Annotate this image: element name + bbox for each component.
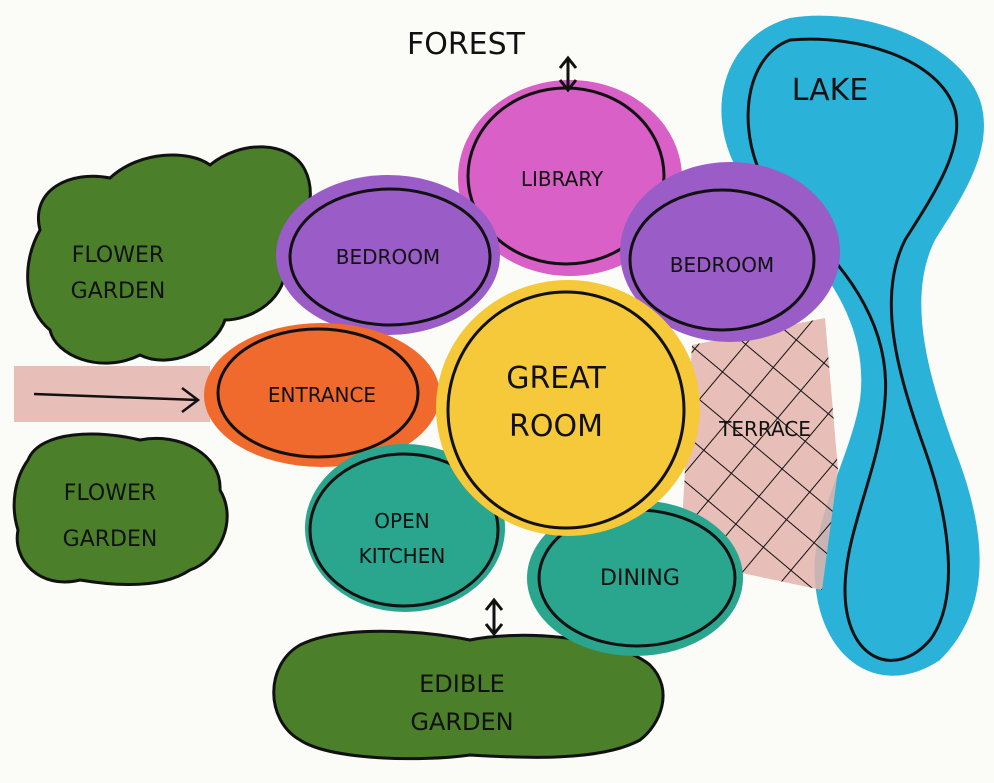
bedroom-right-label: BEDROOM	[670, 253, 774, 277]
bedroom-left-label: BEDROOM	[336, 245, 440, 269]
open-kitchen-line1: OPEN	[374, 509, 429, 533]
flower-garden-top-line1: FLOWER	[72, 243, 164, 268]
flower-garden-top-line2: GARDEN	[71, 279, 166, 304]
edible-garden-line2: GARDEN	[410, 708, 513, 736]
bedroom-right: BEDROOM	[620, 162, 840, 342]
great-room: GREAT ROOM	[436, 280, 700, 536]
dining: DINING	[527, 500, 743, 656]
forest-label: FOREST	[407, 27, 526, 62]
dining-label: DINING	[600, 566, 680, 591]
flower-garden-bottom-line2: GARDEN	[63, 527, 158, 552]
library-label: LIBRARY	[521, 167, 604, 191]
terrace-label: TERRACE	[718, 417, 811, 441]
entrance-label: ENTRANCE	[268, 383, 376, 407]
edible-garden-line1: EDIBLE	[419, 670, 505, 698]
entry-arrow-icon	[33, 387, 201, 413]
flower-garden-top: FLOWER GARDEN	[26, 145, 312, 365]
terrace: TERRACE	[680, 318, 838, 590]
great-room-line1: GREAT	[506, 361, 606, 396]
lake-label: LAKE	[792, 73, 869, 108]
entrance: ENTRANCE	[204, 323, 440, 467]
flower-garden-bottom-line1: FLOWER	[64, 481, 156, 506]
open-kitchen: OPEN KITCHEN	[305, 444, 505, 612]
double-arrow-icon	[558, 55, 578, 93]
edible-garden: EDIBLE GARDEN	[272, 629, 665, 761]
double-arrow-icon	[484, 597, 504, 637]
bedroom-left: BEDROOM	[276, 175, 500, 335]
open-kitchen-line2: KITCHEN	[359, 544, 446, 568]
flower-garden-bottom: FLOWER GARDEN	[12, 432, 229, 586]
great-room-line2: ROOM	[509, 409, 603, 444]
